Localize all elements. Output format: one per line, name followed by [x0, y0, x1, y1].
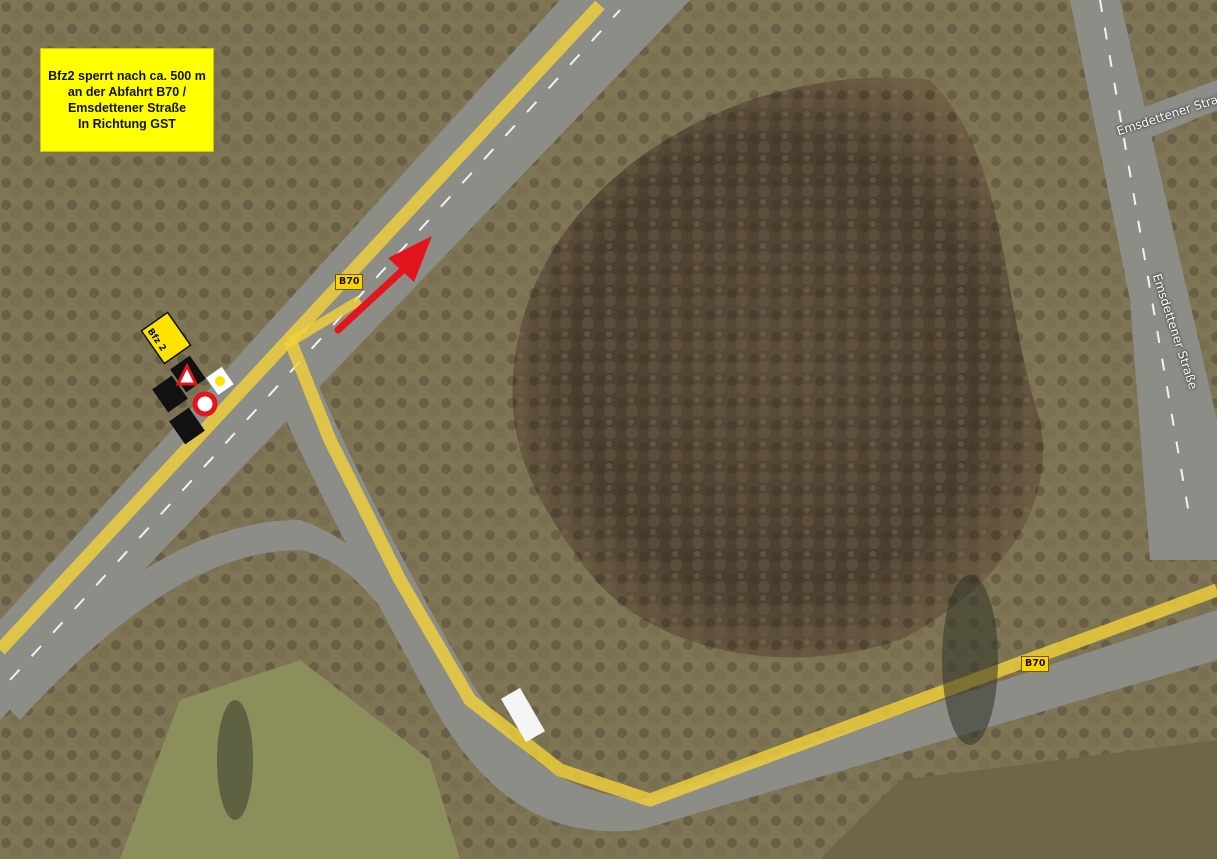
lane-marking-emsdettener — [1099, 0, 1191, 521]
truck — [500, 687, 546, 743]
direction-arrow — [334, 236, 432, 334]
route-highlight-exit — [283, 337, 1217, 807]
no-entry-sign — [192, 391, 218, 417]
emsdettener-strasse-top-branch — [1110, 80, 1217, 150]
route-label-b70-top: B70 — [335, 274, 364, 290]
warning-triangle-sign — [175, 362, 199, 386]
tree-shadow — [942, 575, 998, 745]
info-box-line: an der Abfahrt B70 / — [67, 85, 187, 99]
grass-field-bottom-left — [120, 660, 460, 859]
info-box-line: Bfz2 sperrt nach ca. 500 m — [48, 69, 206, 83]
route-label-b70-bottom: B70 — [1021, 656, 1050, 672]
main-road-b70 — [0, 0, 690, 720]
arrow-left-sign — [169, 407, 205, 445]
info-box-line: In Richtung GST — [78, 117, 176, 131]
road-barrier — [140, 311, 236, 445]
lane-marking-main — [9, 9, 621, 681]
arrow-left-sign — [152, 375, 188, 413]
info-box: Bfz2 sperrt nach ca. 500 m an der Abfahr… — [40, 48, 214, 152]
central-forest-texture — [512, 77, 1044, 658]
slip-road-bottom — [0, 520, 470, 720]
route-highlight-main — [0, 0, 605, 655]
route-highlight-connector — [287, 295, 363, 347]
field-bottom-right — [820, 740, 1217, 859]
info-box-line: Emsdettener Straße — [67, 101, 187, 115]
bfz2-sign — [140, 311, 192, 365]
tree-shadow — [217, 700, 253, 820]
flashing-light-icon — [215, 376, 225, 386]
emsdettener-strasse — [1070, 0, 1217, 560]
